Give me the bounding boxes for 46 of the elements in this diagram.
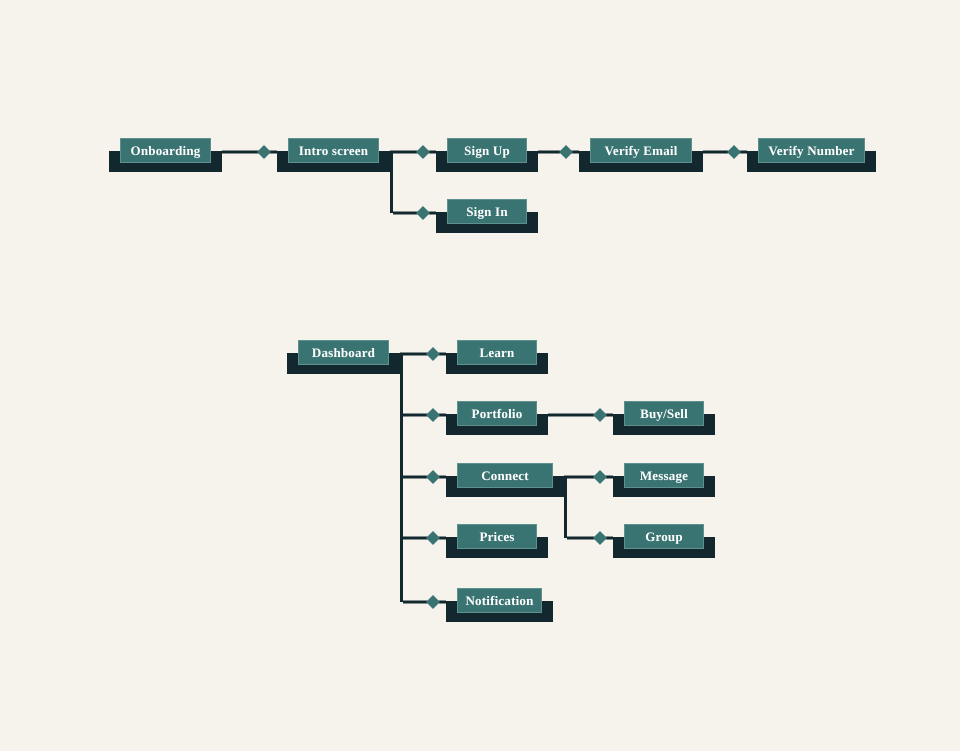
screen-card [436, 138, 538, 172]
connector-line [390, 150, 393, 213]
connector-line [403, 470, 446, 484]
screen-label: Buy/Sell [624, 401, 704, 426]
screen-label: Portfolio [457, 401, 537, 426]
connector-line [538, 145, 579, 159]
screen-card [613, 463, 715, 497]
connector-line [403, 347, 446, 361]
connector-line [548, 408, 613, 422]
screen-label: Message [624, 463, 704, 488]
screen-label: Connect [457, 463, 553, 488]
screen-card [747, 138, 876, 172]
screen-card [109, 138, 222, 172]
screen-card [446, 463, 564, 497]
connector-line [567, 470, 613, 484]
screen-label: Sign In [447, 199, 527, 224]
screen-label: Verify Number [758, 138, 865, 163]
screen-card [613, 524, 715, 558]
screen-label: Intro screen [288, 138, 379, 163]
screen-label: Dashboard [298, 340, 389, 365]
screen-label: Group [624, 524, 704, 549]
connector-line [403, 595, 446, 609]
screen-card [287, 340, 400, 374]
connector-line [393, 145, 436, 159]
screen-card [446, 524, 548, 558]
connector-line [567, 531, 613, 545]
screen-label: Sign Up [447, 138, 527, 163]
screen-card [446, 401, 548, 435]
screen-card [446, 340, 548, 374]
connector-line [403, 408, 446, 422]
screen-card [579, 138, 703, 172]
connector-line [393, 206, 436, 220]
screen-card [446, 588, 553, 622]
connector-line [222, 145, 277, 159]
connector-line [399, 352, 403, 602]
connector-line [703, 145, 747, 159]
connector-line [564, 476, 567, 538]
screen-card [613, 401, 715, 435]
screen-card [436, 199, 538, 233]
screen-label: Onboarding [120, 138, 211, 163]
screen-label: Learn [457, 340, 537, 365]
screen-label: Prices [457, 524, 537, 549]
connector-line [403, 531, 446, 545]
screen-label: Notification [457, 588, 542, 613]
screen-card [277, 138, 390, 172]
screen-label: Verify Email [590, 138, 692, 163]
